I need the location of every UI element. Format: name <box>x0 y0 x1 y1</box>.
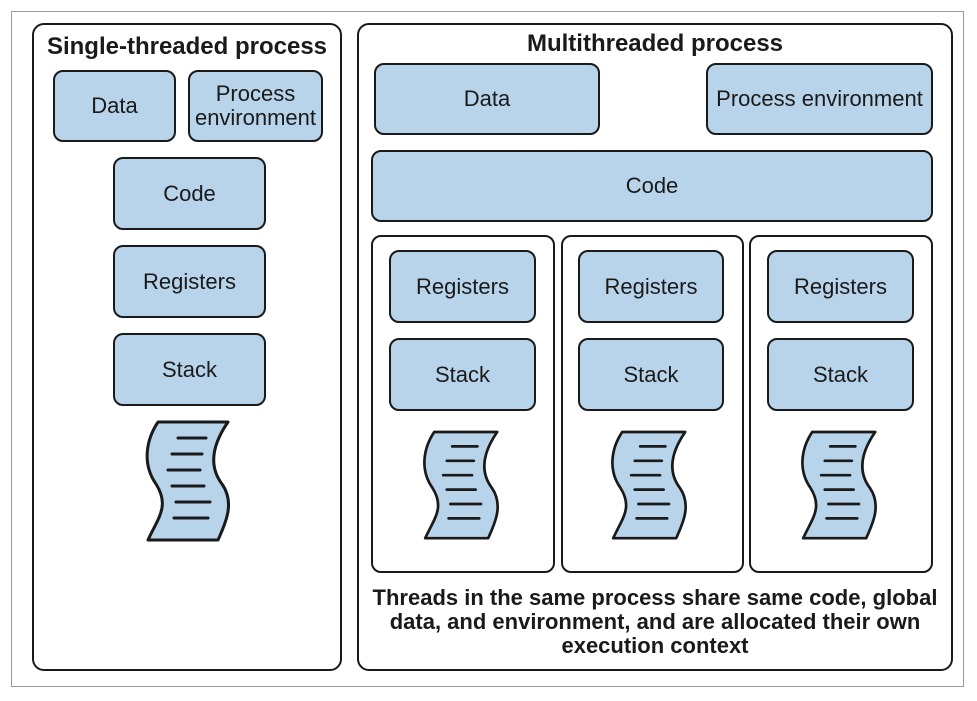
thread-1-stack-label: Stack <box>434 361 491 387</box>
single-env-box: Process environment <box>188 70 323 142</box>
multi-env-box: Process environment <box>706 63 933 135</box>
multi-code-box: Code <box>371 150 933 222</box>
thread-1-registers-label: Registers <box>416 273 509 299</box>
single-registers-box: Registers <box>113 245 266 318</box>
thread-3-registers-box: Registers <box>767 250 914 323</box>
execution-scroll-icon <box>423 430 499 540</box>
thread-3-stack-label: Stack <box>812 361 869 387</box>
thread-2-stack-label: Stack <box>623 361 679 387</box>
single-registers-label: Registers <box>143 268 236 294</box>
single-data-label: Data <box>91 93 138 118</box>
execution-scroll-icon <box>611 430 687 540</box>
single-code-label: Code <box>163 180 216 206</box>
thread-2-registers-label: Registers <box>604 273 698 299</box>
thread-2-stack-box: Stack <box>578 338 724 411</box>
thread-3-registers-label: Registers <box>794 273 887 299</box>
multi-code-label: Code <box>625 173 679 198</box>
thread-1-registers-box: Registers <box>389 250 536 323</box>
thread-1-stack-box: Stack <box>389 338 536 411</box>
single-stack-label: Stack <box>161 356 218 382</box>
single-code-box: Code <box>113 157 266 230</box>
thread-3-stack-box: Stack <box>767 338 914 411</box>
execution-scroll-icon <box>145 420 231 542</box>
execution-scroll-icon <box>801 430 877 540</box>
multithreaded-caption: Threads in the same process share same c… <box>372 585 938 658</box>
multithreaded-title: Multithreaded process <box>526 30 784 57</box>
thread-2-registers-box: Registers <box>578 250 724 323</box>
single-data-box: Data <box>53 70 176 142</box>
multi-data-box: Data <box>374 63 600 135</box>
single-env-label: Process environment <box>194 81 317 130</box>
single-threaded-title: Single-threaded process <box>46 33 328 60</box>
multi-env-label: Process environment <box>716 86 923 111</box>
multi-data-label: Data <box>463 86 511 111</box>
single-stack-box: Stack <box>113 333 266 406</box>
